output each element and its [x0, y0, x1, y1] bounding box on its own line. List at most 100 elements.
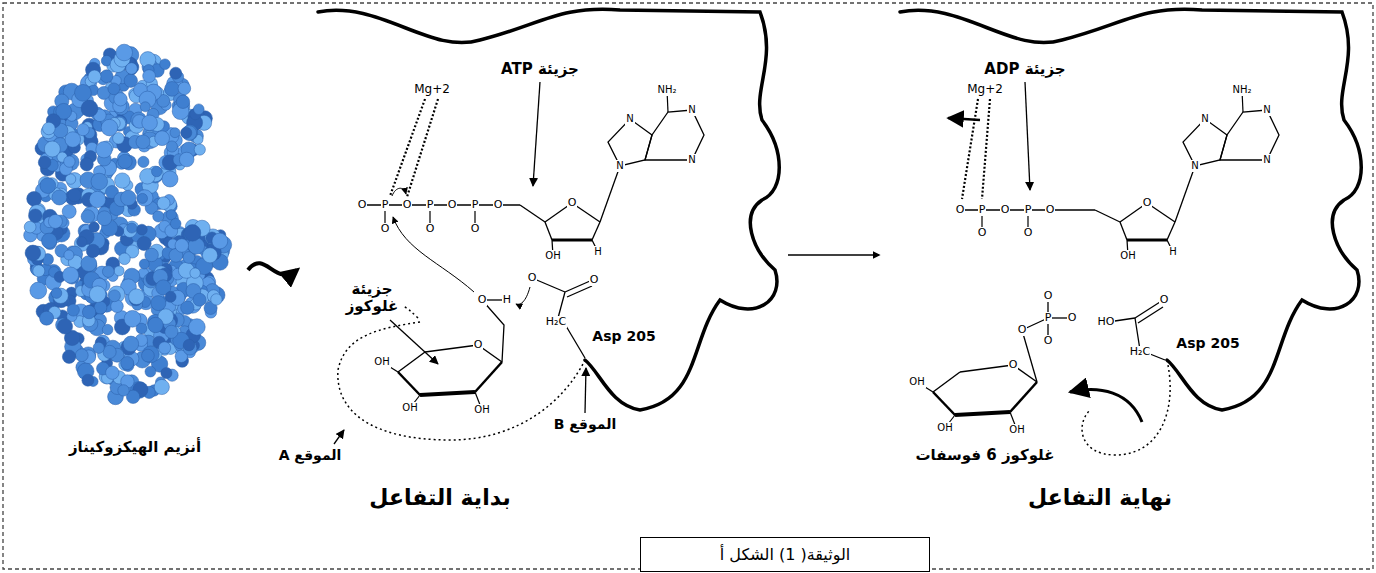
bond-line [407, 99, 438, 197]
atom-sphere [212, 233, 228, 249]
atom-symbol: O [477, 294, 488, 307]
atom-sphere [27, 191, 42, 206]
panel-title: بداية التفاعل [369, 485, 510, 511]
atom-symbol: O [380, 223, 391, 236]
atom-sphere [137, 224, 148, 235]
structure-label: جزيئة ADP [983, 61, 1066, 78]
atom-sphere [151, 296, 166, 311]
atom-symbol: P [1044, 312, 1053, 325]
atom-symbol: OH [401, 402, 418, 414]
atom-symbol: OH [373, 356, 390, 368]
atom-symbol: Mg+2 [966, 83, 1004, 97]
bond-line [566, 326, 585, 358]
atom-symbol: P [426, 199, 435, 212]
atom-symbol: Mg+2 [413, 83, 451, 97]
atom-sphere [178, 82, 191, 95]
atom-symbol: O [1008, 359, 1019, 372]
atom-symbol: O [425, 223, 436, 236]
atom-sphere [121, 190, 136, 205]
atom-sphere [30, 282, 47, 299]
atom-symbol: N [1200, 113, 1209, 125]
bond-line [1150, 354, 1165, 360]
atom-symbol: OH [936, 422, 953, 434]
atom-sphere [77, 124, 89, 136]
atom-sphere [101, 119, 118, 136]
atom-sphere [102, 324, 113, 335]
atom-sphere [43, 122, 56, 135]
atom-symbol: O [1043, 335, 1054, 348]
bond-line [390, 320, 438, 364]
reaction-arrow [248, 263, 297, 275]
atom-sphere [165, 291, 176, 302]
atom-sphere [62, 350, 75, 363]
atom-symbol: O [589, 274, 600, 287]
atom-symbol: N [1190, 160, 1199, 172]
atom-sphere [184, 225, 201, 242]
atom-symbol: HO [1097, 316, 1116, 329]
atom-symbol: P [381, 199, 390, 212]
atom-symbol: OH [1119, 250, 1136, 262]
bond-line [390, 99, 425, 196]
atom-sphere [114, 266, 124, 276]
bond-line [567, 286, 592, 297]
bond-line [533, 82, 540, 186]
pocket-outline [318, 9, 779, 410]
structure-label: جزيئة غلوكوز [340, 281, 404, 316]
atom-sphere [142, 349, 155, 362]
atom-sphere [161, 367, 172, 378]
bond-line [982, 99, 990, 199]
atom-symbol: O [1023, 227, 1034, 240]
atom-sphere [170, 128, 180, 138]
atom-symbol: N [687, 104, 696, 116]
atom-sphere [129, 289, 145, 305]
atom-sphere [137, 236, 151, 250]
curve-stroke [1082, 360, 1170, 455]
atom-sphere [111, 300, 124, 313]
atom-symbol: P [1024, 204, 1033, 217]
atom-sphere [102, 266, 114, 278]
atom-sphere [145, 366, 156, 377]
atom-sphere [116, 44, 133, 61]
atom-symbol: O [955, 204, 966, 217]
bond-line [1138, 307, 1163, 323]
atom-sphere [189, 319, 206, 336]
atom-sphere [64, 156, 75, 167]
bond-line [948, 118, 980, 120]
atom-sphere [33, 265, 45, 277]
curve-stroke [1070, 390, 1142, 422]
atom-sphere [194, 104, 205, 115]
bond-line [1025, 82, 1030, 190]
atom-sphere [44, 141, 60, 157]
atom-symbol: O [567, 197, 578, 210]
structure-label: غلوكوز 6 فوسفات [915, 447, 1056, 464]
atom-symbol: O [527, 272, 538, 285]
atom-sphere [162, 171, 178, 187]
atom-sphere [68, 188, 81, 201]
figure-caption: الوثيقة( 1) الشكل أ [640, 537, 930, 572]
atom-sphere [100, 70, 113, 83]
atom-sphere [190, 268, 200, 278]
atom-symbol: H [502, 294, 512, 307]
atom-sphere [75, 349, 88, 362]
atom-sphere [77, 237, 87, 247]
atom-sphere [97, 211, 112, 226]
atom-sphere [176, 95, 189, 108]
atom-symbol: N [1262, 154, 1271, 166]
atom-symbol: N [615, 160, 624, 172]
atom-sphere [155, 131, 170, 146]
atom-symbol: O [493, 199, 504, 212]
atom-symbol: OH [908, 376, 925, 388]
atom-sphere [115, 173, 130, 188]
atom-sphere [159, 342, 171, 354]
atom-sphere [181, 127, 192, 138]
atom-sphere [89, 191, 105, 207]
atom-sphere [52, 190, 67, 205]
atom-sphere [142, 346, 159, 363]
atom-sphere [108, 83, 120, 95]
drawing-part [1120, 90, 1279, 256]
structure-label: الموقع B [553, 416, 618, 432]
panel-title: نهاية التفاعل [1028, 485, 1172, 511]
atom-sphere [80, 158, 93, 171]
atom-sphere [81, 100, 98, 117]
atom-sphere [154, 379, 169, 394]
